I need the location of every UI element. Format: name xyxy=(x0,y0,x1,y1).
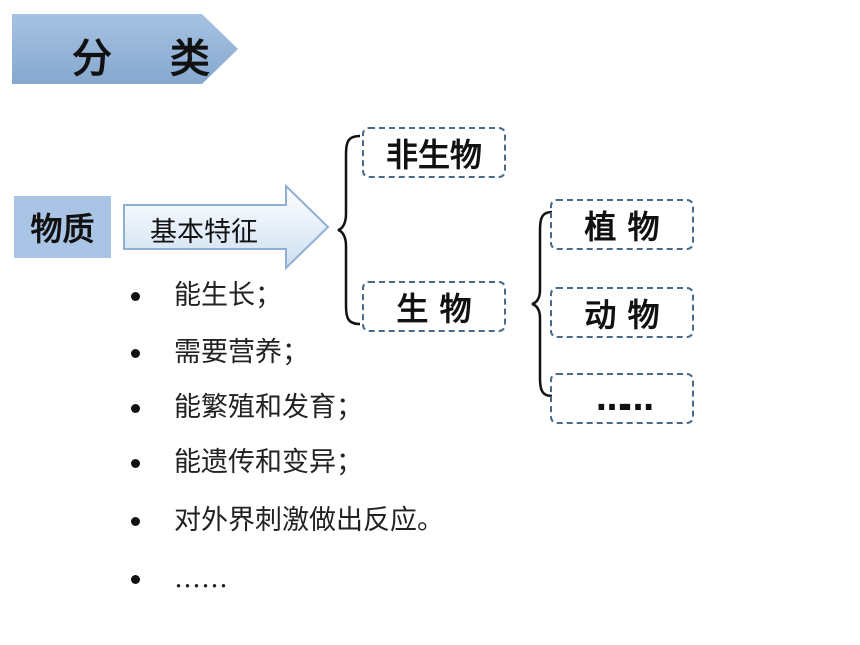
left-brace-2 xyxy=(531,210,553,398)
list-item-text: 对外界刺激做出反应。 xyxy=(174,505,444,536)
list-item: 能遗传和变异； xyxy=(128,449,444,476)
list-item: 对外界刺激做出反应。 xyxy=(128,507,444,534)
list-item-text: 能遗传和变异； xyxy=(174,447,363,478)
bullet-dot xyxy=(131,575,140,584)
characteristics-arrow: 基本特征 xyxy=(122,183,332,271)
bullet-dot xyxy=(131,517,140,526)
bullet-dot xyxy=(131,459,140,468)
characteristics-list: 能生长； 需要营养； 能繁殖和发育； 能遗传和变异； 对外界刺激做出反应。 …… xyxy=(128,282,444,592)
page-title: 分 类 xyxy=(72,35,232,82)
list-item-text: 能繁殖和发育； xyxy=(174,392,363,423)
list-item-text: 能生长； xyxy=(174,280,282,311)
living-box: 生 物 xyxy=(362,281,506,332)
right-arrow-shape xyxy=(123,183,330,271)
title-banner: 分 类 xyxy=(12,12,240,86)
animals-box: 动 物 xyxy=(550,287,694,338)
list-item-text: …… xyxy=(174,563,228,594)
left-brace-1 xyxy=(337,134,361,326)
list-item-text: 需要营养； xyxy=(174,337,309,368)
matter-box: 物质 xyxy=(14,196,111,258)
bullet-dot xyxy=(131,404,140,413)
bullet-dot xyxy=(131,292,140,301)
bullet-dot xyxy=(131,349,140,358)
more-box: …… xyxy=(550,373,694,424)
plants-box: 植 物 xyxy=(550,199,694,250)
list-item: 需要营养； xyxy=(128,339,444,366)
title-banner-shape xyxy=(12,14,238,84)
list-item: 能生长； xyxy=(128,282,444,309)
list-item: …… xyxy=(128,565,444,592)
list-item: 能繁殖和发育； xyxy=(128,394,444,421)
nonliving-box: 非生物 xyxy=(362,127,506,178)
arrow-label: 基本特征 xyxy=(150,217,258,248)
